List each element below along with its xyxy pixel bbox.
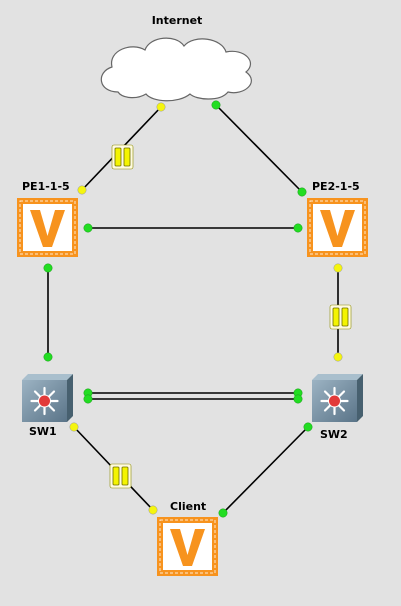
- status-dot: [293, 223, 303, 233]
- sw1-node[interactable]: SW1: [22, 374, 73, 438]
- status-dot: [333, 352, 343, 362]
- links-layer: [47, 104, 339, 514]
- pe2-node[interactable]: PE2-1-5: [307, 180, 368, 257]
- status-dot: [303, 422, 313, 432]
- status-dot: [218, 508, 228, 518]
- internet-label: Internet: [152, 14, 203, 27]
- status-dot: [77, 185, 87, 195]
- pe1-node[interactable]: PE1-1-5: [17, 180, 78, 257]
- client-node[interactable]: Client: [157, 500, 218, 576]
- vyos-router-icon: [307, 198, 368, 257]
- sw2-node[interactable]: SW2: [312, 374, 363, 441]
- l3-switch-icon: [22, 374, 73, 422]
- link-internet-pe2[interactable]: [215, 104, 303, 193]
- link-sw2-client[interactable]: [222, 426, 309, 514]
- internet-node[interactable]: Internet: [100, 14, 252, 102]
- vyos-router-icon: [17, 198, 78, 257]
- l3-switch-icon: [312, 374, 363, 422]
- pause-icon[interactable]: [111, 144, 134, 170]
- pause-icon[interactable]: [109, 463, 132, 489]
- status-dots-layer: [43, 100, 343, 518]
- status-dot: [83, 223, 93, 233]
- sw1-label: SW1: [29, 425, 57, 438]
- pe2-label: PE2-1-5: [312, 180, 360, 193]
- pause-markers: [109, 144, 352, 489]
- pe1-label: PE1-1-5: [22, 180, 70, 193]
- status-dot: [83, 394, 93, 404]
- status-dot: [43, 352, 53, 362]
- status-dot: [156, 102, 166, 112]
- status-dot: [148, 505, 158, 515]
- client-label: Client: [170, 500, 206, 513]
- cloud-icon: [100, 37, 252, 102]
- status-dot: [69, 422, 79, 432]
- status-dot: [43, 263, 53, 273]
- status-dot: [333, 263, 343, 273]
- pause-icon[interactable]: [329, 304, 352, 330]
- status-dot: [297, 187, 307, 197]
- status-dot: [293, 394, 303, 404]
- sw2-label: SW2: [320, 428, 348, 441]
- vyos-router-icon: [157, 517, 218, 576]
- status-dot: [211, 100, 221, 110]
